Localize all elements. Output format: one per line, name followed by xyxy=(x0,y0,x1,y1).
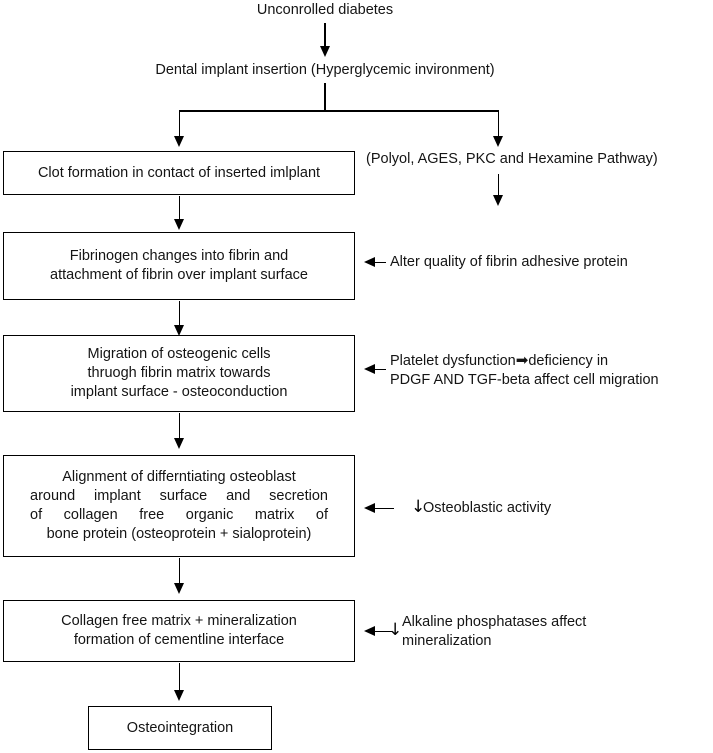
node-pathway-list: (Polyol, AGES, PKC and Hexamine Pathway) xyxy=(366,151,658,167)
box-collagen-mineralization-label: Collagen free matrix + mineralization fo… xyxy=(61,613,297,648)
box-osteointegration-label: Osteointegration xyxy=(126,719,234,736)
connector-line-box5-to-box6 xyxy=(178,663,181,692)
box-fibrinogen-changes-label: Fibrinogen changes into fibrin and attac… xyxy=(50,248,308,283)
arrow-head-diabetes-to-insertion xyxy=(319,46,330,57)
arrow-head-note-fibrin-adhesive xyxy=(364,257,375,267)
arrow-head-box3-to-box4 xyxy=(174,438,184,449)
connector-line-insertion-stem xyxy=(324,83,326,111)
box-clot-formation-label: Clot formation in contact of inserted im… xyxy=(37,164,321,181)
connector-line-branch-left xyxy=(178,110,181,138)
connector-line-box1-to-box2 xyxy=(178,196,181,221)
box-osteogenic-migration-label: Migration of osteogenic cells thruogh fi… xyxy=(70,346,288,400)
box-clot-formation[interactable]: Clot formation in contact of inserted im… xyxy=(3,151,355,195)
connector-line-box3-to-box4 xyxy=(178,413,181,440)
connector-line-note-fibrin-adhesive xyxy=(374,261,386,264)
connector-line-pathway-down xyxy=(497,174,500,197)
note-platelet-line-2: PDGF AND TGF-beta affect cell migration xyxy=(390,372,659,388)
connector-line-note-platelet-dysfunction xyxy=(374,368,386,371)
down-arrow-icon-alkaline: ↓ xyxy=(388,620,403,640)
connector-line-branch-right xyxy=(497,110,500,138)
box-osteointegration[interactable]: Osteointegration xyxy=(88,706,272,750)
node-uncontrolled-diabetes: Unconrolled diabetes xyxy=(256,2,394,18)
box-osteoblast-alignment-label: Alignment of differntiating osteoblast a… xyxy=(30,469,328,542)
arrow-head-branch-left xyxy=(174,136,184,147)
box-fibrinogen-changes[interactable]: Fibrinogen changes into fibrin and attac… xyxy=(3,232,355,300)
note-platelet-line-1: Platelet dysfunction➡deficiency in xyxy=(390,351,609,369)
connector-line-diabetes-to-insertion xyxy=(324,23,326,48)
arrow-head-pathway-down xyxy=(493,195,503,206)
note-platelet-dysfunction: Platelet dysfunction➡deficiency in PDGF … xyxy=(390,351,659,390)
arrow-head-box5-to-box6 xyxy=(174,690,184,701)
arrow-head-box4-to-box5 xyxy=(174,583,184,594)
note-alkaline-phosphatases: Alkaline phosphatases affect mineralizat… xyxy=(402,614,587,649)
note-fibrin-adhesive-protein: Alter quality of fibrin adhesive protein xyxy=(390,254,628,270)
note-osteoblastic-activity: Osteoblastic activity xyxy=(423,500,552,516)
connector-line-note-alkaline-phosphatases xyxy=(374,630,392,633)
node-dental-implant-insertion: Dental implant insertion (Hyperglycemic … xyxy=(155,62,495,78)
arrow-head-note-osteoblastic-activity xyxy=(364,503,375,513)
box-osteogenic-migration[interactable]: Migration of osteogenic cells thruogh fi… xyxy=(3,335,355,412)
arrow-head-note-platelet-dysfunction xyxy=(364,364,375,374)
connector-line-branch-bar xyxy=(179,110,499,112)
box-osteoblast-alignment[interactable]: Alignment of differntiating osteoblast a… xyxy=(3,455,355,557)
connector-line-note-osteoblastic-activity xyxy=(374,507,394,510)
arrow-head-branch-right xyxy=(493,136,503,147)
arrow-head-note-alkaline-phosphatases xyxy=(364,626,375,636)
connector-line-box2-to-box3 xyxy=(178,301,181,327)
right-arrow-icon: ➡ xyxy=(515,351,529,369)
down-arrow-icon-osteoblastic: ↓ xyxy=(411,497,426,517)
connector-line-box4-to-box5 xyxy=(178,558,181,585)
arrow-head-box1-to-box2 xyxy=(174,219,184,230)
arrow-head-box2-to-box3 xyxy=(174,325,184,336)
box-collagen-mineralization[interactable]: Collagen free matrix + mineralization fo… xyxy=(3,600,355,662)
